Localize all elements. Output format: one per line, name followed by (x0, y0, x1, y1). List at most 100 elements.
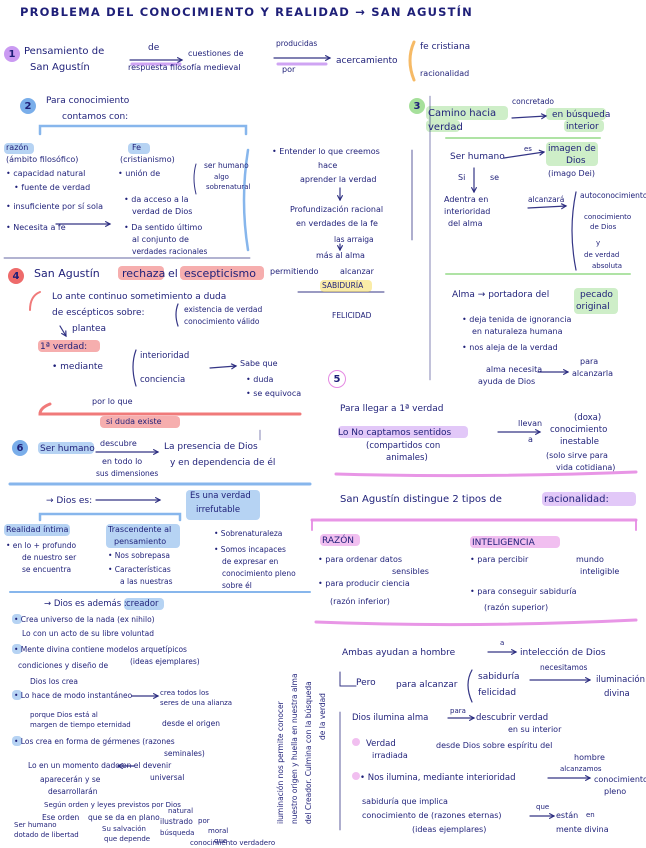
s2-down-1-head (337, 195, 343, 202)
s6-c4: (ideas ejemplares) (130, 657, 200, 666)
s5-fel: felicidad (478, 688, 517, 698)
s6-c25: por (198, 817, 210, 825)
s6-c7: • Lo hace de modo instantáneo (14, 691, 133, 700)
s1-line2: San Agustín (30, 62, 90, 73)
s6-c17: universal (150, 773, 185, 782)
s6-creador-b: creador (126, 599, 159, 609)
s2-algo: algo (214, 173, 229, 181)
s6-c19: desarrollarán (48, 787, 98, 796)
s5-arrow-llevan-head (535, 429, 542, 435)
s6-real2: • en lo + profundo (6, 541, 77, 550)
s2-razon: razón (6, 143, 29, 152)
s5-no2: (compartidos con (366, 441, 441, 451)
s1-racionalidad: racionalidad (420, 69, 470, 78)
s1-acercamiento: acercamiento (336, 56, 398, 66)
s5-ideas: (ideas ejemplares) (412, 825, 487, 834)
s4-mediante: • mediante (52, 362, 103, 372)
s2-line2: contamos con: (62, 112, 129, 122)
s6-c5: condiciones y diseño de (18, 661, 109, 670)
s3-concretado: concretado (512, 97, 555, 106)
s5-estan: están (556, 811, 579, 820)
s1-por: por (282, 65, 296, 74)
s2-f3c: verdades racionales (132, 247, 208, 256)
s3-down-head (471, 187, 477, 194)
s6-c20: Según orden y leyes previstos por Dios (44, 801, 181, 809)
s4-mark-1 (29, 291, 41, 311)
s5-r1a: • para ordenar datos (318, 555, 403, 564)
s3-arrow-4-head (563, 369, 570, 375)
s5-arrow-para-head (469, 715, 476, 721)
s4-arrow-sabe-head (230, 363, 238, 370)
s4-l1a: San Agustín (34, 267, 100, 280)
s4-duda: • duda (246, 375, 274, 384)
s3-b1b: en naturaleza humana (472, 327, 563, 336)
s6-ser: Ser humano (40, 444, 95, 454)
s5-mente: mente divina (556, 825, 609, 834)
s2-r3: • insuficiente por sí sola (6, 202, 103, 211)
s5-r3: (razón inferior) (330, 597, 390, 606)
s2-ambito: (ámbito filosófico) (6, 155, 79, 164)
s1-respuesta: respuesta filosofía medieval (128, 63, 241, 72)
s4-ex1: existencia de verdad (184, 305, 263, 314)
s6-c24: ilustrado (160, 817, 193, 826)
section-3-number: 3 (409, 98, 425, 114)
s5-descubrir1: descubrir verdad (476, 713, 549, 723)
s3-alma-nec2: ayuda de Dios (478, 377, 536, 386)
s2-sobrenatural: sobrenatural (206, 183, 251, 191)
s6-real3: de nuestro ser (22, 553, 77, 562)
s3-alma-line: Alma → portadora del (452, 290, 550, 300)
s5-bullet-1 (352, 738, 360, 746)
s6-c12: desde el origen (162, 719, 221, 728)
s5-conoc2: pleno (604, 787, 627, 796)
s5-arrow-ilum-head (585, 677, 592, 683)
s3-adentra1: Adentra en (444, 195, 489, 204)
s5-desde: desde Dios sobre espíritu del (436, 741, 553, 750)
s6-c27: Ser humano (14, 821, 57, 829)
s2-f2: • da acceso a la (124, 195, 189, 204)
s2-alma: más al alma (316, 251, 365, 260)
s3-imago: (imago Dei) (548, 169, 595, 178)
s2-prof1: Profundización racional (290, 205, 384, 214)
s5-no1: Lo No captamos sentidos (338, 428, 452, 438)
s3-arrow-2-head (538, 149, 546, 156)
s5-ilum: intelección de Dios (520, 648, 606, 658)
s6-c2: Lo con un acto de su libre voluntad (22, 629, 154, 638)
s5-para2: para (450, 707, 466, 715)
s4-conciencia: conciencia (140, 375, 186, 385)
s2-f3b: al conjunto de (132, 235, 189, 244)
s2-down-2-head (337, 245, 343, 252)
vertical-note-3: del Creador. Culmina con la búsqueda (304, 681, 313, 824)
s6-c13: • Los crea en forma de gérmenes (razones (14, 737, 175, 746)
s3-alcanzarla: alcanzarla (572, 369, 614, 378)
s5-bottom-rule (314, 618, 638, 627)
s6-c6: Dios los crea (30, 677, 78, 686)
s3-arrow-1 (511, 115, 547, 119)
s4-escepticismo: escepticismo (184, 267, 256, 280)
s3-pecado2: original (576, 302, 610, 312)
s3-b1a: • deja tenida de ignorancia (462, 315, 572, 324)
s3-y: y (596, 239, 601, 247)
s6-creador-a: → Dios es además : (44, 599, 127, 609)
s6-c8: crea todos los (160, 689, 209, 697)
s6-bracket (38, 512, 182, 522)
s2-permitiendo: permitiendo (270, 267, 319, 276)
s1-de: de (148, 43, 160, 53)
s3-se: se (490, 173, 500, 182)
s6-arrow-3-head (153, 693, 160, 699)
s5-alcanzamos: alcanzamos (560, 765, 602, 773)
s6-descubre: descubre (100, 439, 137, 448)
s6-c14: seminales) (164, 749, 205, 758)
s6-c3: • Mente divina contiene modelos arquetíp… (14, 645, 187, 654)
s4-ante2: de escépticos sobre: (52, 308, 145, 318)
s4-primera: 1ª verdad: (40, 342, 88, 352)
s5-i3: (razón superior) (484, 603, 549, 612)
s3-pecado1: pecado (580, 290, 613, 300)
s5-no3: animales) (386, 453, 428, 463)
s5-sab-imp: sabiduría que implica (362, 797, 448, 806)
s6-trans1: Trascendente al (108, 525, 172, 534)
s5-iluminacion1: iluminación (596, 675, 645, 685)
s6-trans3: • Nos sobrepasa (108, 551, 170, 560)
s3-arrow-3-head (560, 203, 568, 210)
s4-ante1: Lo ante continuo sometimiento a duda (52, 292, 227, 302)
s3-con2: de Dios (590, 223, 617, 231)
